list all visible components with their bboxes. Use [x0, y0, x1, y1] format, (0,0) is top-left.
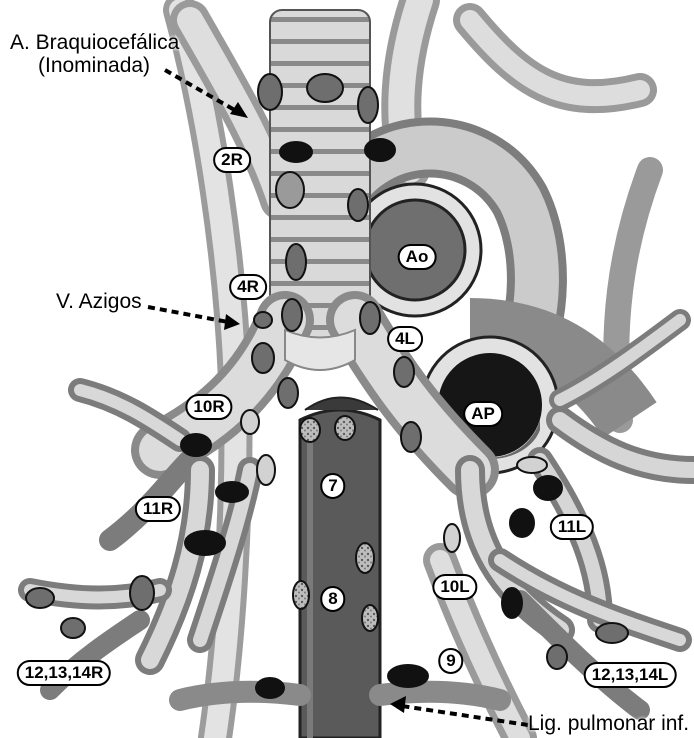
lymph-node	[444, 524, 460, 552]
station-4R: 4R	[229, 274, 267, 300]
lymph-node	[216, 482, 248, 502]
lymph-node	[360, 302, 380, 334]
lymph-node	[278, 378, 298, 408]
lymph-node	[547, 645, 567, 669]
lymph-node	[26, 588, 54, 608]
lymph-node	[241, 410, 259, 434]
label-azigos: V. Azigos	[56, 290, 142, 313]
lymph-node	[61, 618, 85, 638]
lymph-node	[181, 434, 211, 456]
lymph-node	[252, 343, 274, 373]
lymph-node	[300, 418, 320, 442]
station-12-13-14L: 12,13,14L	[584, 662, 677, 688]
lymph-node	[276, 172, 304, 208]
label-braquiocefalica-line2: (Inominada)	[10, 54, 179, 77]
lymph-node	[335, 416, 355, 440]
lymph-node	[257, 455, 275, 485]
label-pulmonary-artery: AP	[463, 401, 503, 427]
lymph-node	[293, 581, 309, 609]
label-lig-pulmonar: Lig. pulmonar inf.	[528, 712, 689, 735]
lymph-node	[356, 543, 374, 573]
lymph-node	[388, 665, 428, 687]
lymph-node	[286, 244, 306, 280]
station-11R: 11R	[135, 496, 181, 522]
lymph-node	[258, 74, 282, 110]
station-2R: 2R	[213, 147, 251, 173]
label-braquiocefalica: A. Braquiocefálica (Inominada)	[10, 31, 179, 77]
lymph-node	[358, 87, 378, 123]
lymph-node	[401, 422, 421, 452]
lymph-node	[510, 509, 534, 537]
label-aorta: Ao	[398, 244, 437, 270]
station-4L: 4L	[387, 326, 423, 352]
lymph-node	[502, 588, 522, 618]
lymph-node	[362, 605, 378, 631]
station-10L: 10L	[432, 574, 477, 600]
label-braquiocefalica-line1: A. Braquiocefálica	[10, 31, 179, 54]
lymph-node	[596, 623, 628, 643]
lymph-node	[517, 457, 547, 473]
lymph-node	[282, 299, 302, 331]
station-10R: 10R	[185, 394, 232, 420]
lymph-node	[307, 74, 343, 102]
lymph-node	[130, 576, 154, 610]
lymph-node	[254, 312, 272, 328]
lymph-node	[534, 476, 562, 500]
lymph-node	[185, 531, 225, 555]
lymph-node	[394, 357, 414, 387]
lymph-node	[365, 139, 395, 161]
station-12-13-14R: 12,13,14R	[17, 660, 111, 686]
lymph-node	[280, 142, 312, 162]
station-11L: 11L	[550, 514, 594, 540]
lymph-node	[256, 678, 284, 698]
lymph-node	[348, 189, 368, 221]
